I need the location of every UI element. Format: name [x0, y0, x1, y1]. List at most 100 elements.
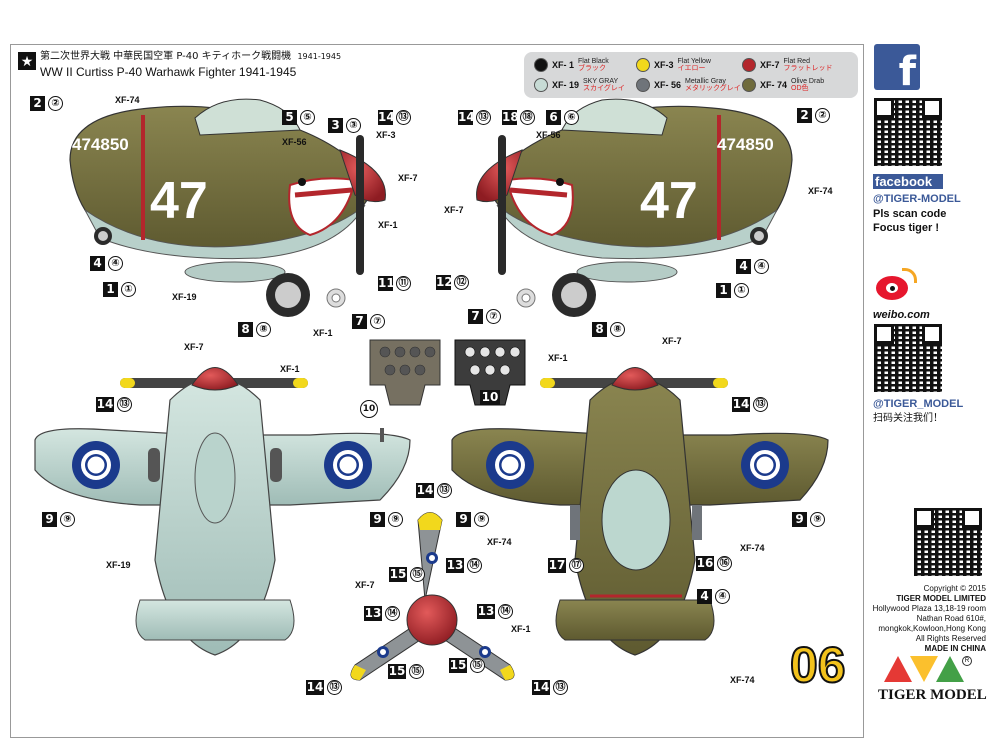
- color-swatch: [742, 58, 756, 73]
- callout-10: 10: [360, 400, 378, 418]
- copyright-text: Copyright © 2015: [923, 584, 986, 593]
- side-view-left: 474850 47: [69, 98, 386, 317]
- website-qr-code: [914, 508, 982, 576]
- weibo-label: weibo.com: [873, 309, 930, 321]
- facebook-logo-icon[interactable]: f: [874, 44, 920, 90]
- top-view: [451, 367, 829, 656]
- paint-label: XF-56: [282, 137, 307, 147]
- paint-label: XF-56: [536, 130, 561, 140]
- instrument-panel-right: [454, 339, 526, 406]
- svg-text:474850: 474850: [717, 135, 774, 154]
- paint-label: XF-7: [355, 580, 375, 590]
- weibo-scan-text: 扫码关注我们！: [873, 413, 943, 424]
- propeller-view: [350, 512, 515, 681]
- paint-label: XF-19: [172, 292, 197, 302]
- callout-10: 10: [480, 390, 500, 405]
- tiger-model-logo-icon: R: [880, 656, 976, 684]
- paint-label: XF-1: [280, 364, 300, 374]
- title-jp: 第二次世界大戦 中華民国空軍 P-40 キティホーク戦闘機 1941-1945: [40, 51, 342, 62]
- facebook-handle: @TIGER-MODEL: [873, 193, 961, 205]
- page-frame: [10, 44, 864, 738]
- weibo-logo-icon[interactable]: [876, 268, 917, 304]
- paint-label: XF-19: [106, 560, 131, 570]
- svg-text:47: 47: [150, 172, 208, 230]
- title-en: WW II Curtiss P-40 Warhawk Fighter 1941-…: [40, 65, 297, 79]
- color-swatch: [534, 58, 548, 73]
- color-swatch: [742, 78, 756, 93]
- facebook-qr-code: [874, 98, 942, 166]
- paint-label: XF-7: [398, 173, 418, 183]
- instrument-panel-left: [369, 339, 441, 406]
- header-star-badge: ★: [18, 52, 36, 70]
- paint-label: XF-7: [184, 342, 204, 352]
- paint-label: XF-1: [313, 328, 333, 338]
- side-view-right: [476, 98, 793, 317]
- paint-label: XF-74: [115, 95, 140, 105]
- rights-text: All Rights Reserved: [915, 634, 986, 643]
- company-info: Copyright © 2015 TIGER MODEL LIMITED Hol…: [873, 584, 986, 654]
- paint-label: XF-74: [740, 543, 765, 553]
- address-line: Hollywood Plaza 13,18-19 room: [872, 604, 986, 613]
- company-name: TIGER MODEL LIMITED: [896, 594, 986, 603]
- color-swatch: [636, 78, 650, 93]
- brand-name: TIGER MODEL: [878, 687, 987, 703]
- weibo-qr-code: [874, 324, 942, 392]
- paint-label: XF-74: [808, 186, 833, 196]
- svg-text:47: 47: [640, 172, 698, 230]
- color-swatch: [636, 58, 650, 73]
- weibo-handle: @TIGER_MODEL: [873, 398, 964, 410]
- paint-label: XF-1: [378, 220, 398, 230]
- paint-label: XF-7: [662, 336, 682, 346]
- svg-text:474850: 474850: [72, 135, 129, 154]
- address-line: mongkok,Kowloon,Hong Kong: [878, 624, 986, 633]
- underside-view: [34, 367, 411, 656]
- facebook-label: facebook: [873, 174, 943, 189]
- paint-label: XF-74: [487, 537, 512, 547]
- facebook-scan-text: Pls scan code: [873, 208, 947, 220]
- paint-label: XF-7: [444, 205, 464, 215]
- address-line: Nathan Road 610#,: [916, 614, 986, 623]
- made-in-text: MADE IN CHINA: [924, 644, 986, 653]
- paint-label: XF-1: [548, 353, 568, 363]
